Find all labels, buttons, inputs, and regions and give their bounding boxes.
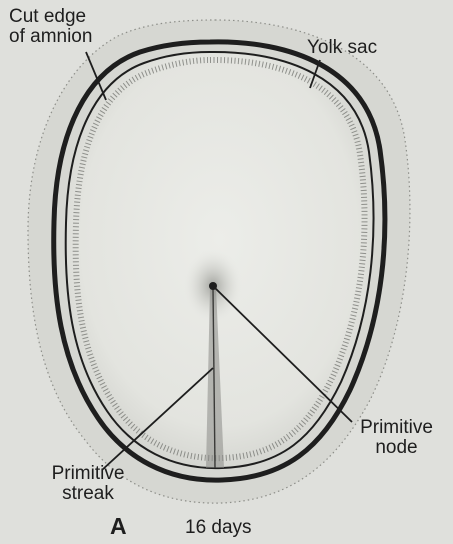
label-age: 16 days — [185, 518, 305, 538]
label-primitive-node: Primitive node — [344, 418, 449, 458]
label-cut-edge-of-amnion: Cut edge of amnion — [9, 7, 134, 47]
label-primitive-streak: Primitive streak — [18, 464, 158, 504]
label-panel-letter: A — [110, 516, 140, 536]
label-yolk-sac: Yolk sac — [307, 38, 417, 58]
